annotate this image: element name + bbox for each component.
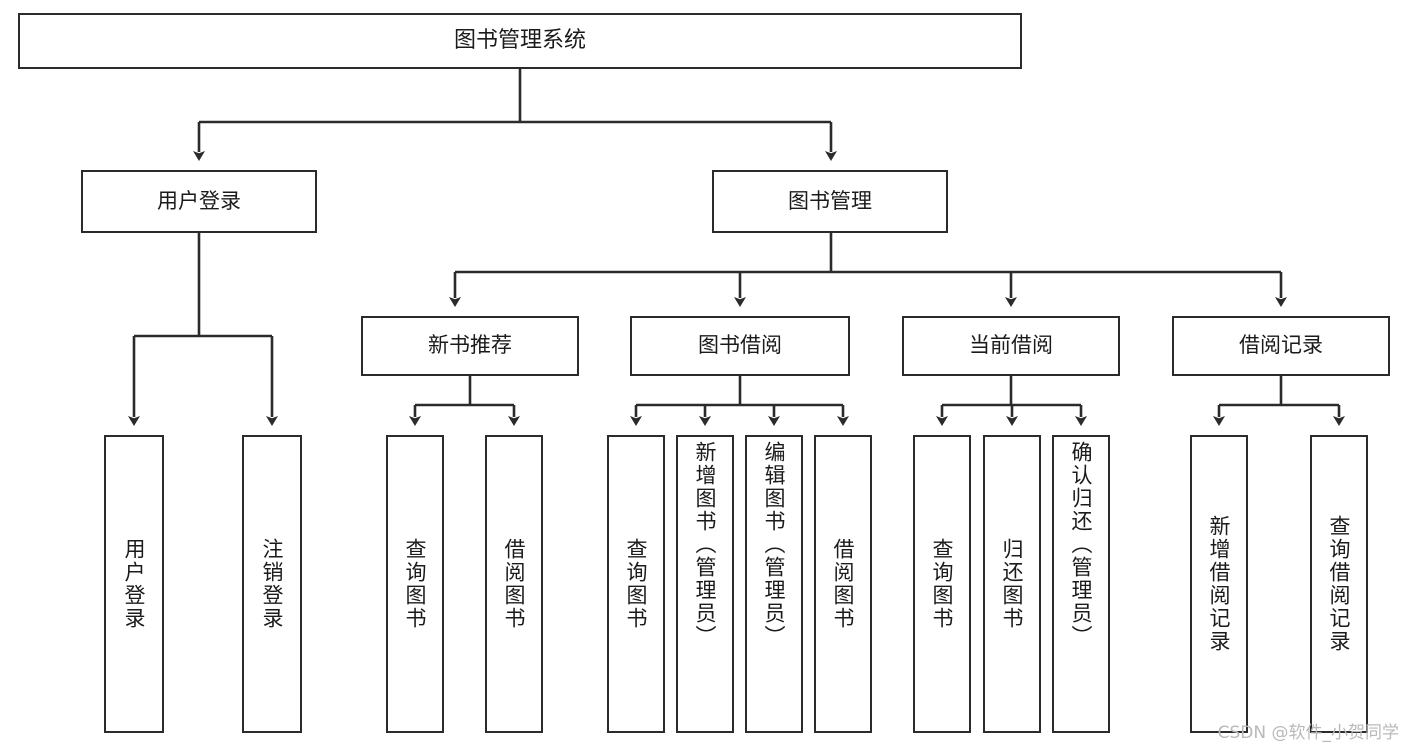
node-leaf-query-book-1[interactable]: 查询图书 bbox=[386, 435, 444, 733]
node-leaf-query-borrow-record-label: 查询借阅记录 bbox=[1327, 515, 1352, 653]
node-leaf-add-book-admin[interactable]: 新增图书（管理员） bbox=[676, 435, 734, 733]
node-book-manage[interactable]: 图书管理 bbox=[712, 170, 948, 233]
watermark-text: CSDN @软件_小贺同学 bbox=[1217, 723, 1399, 743]
node-leaf-query-book-1-label: 查询图书 bbox=[403, 538, 428, 630]
node-leaf-user-login-label: 用户登录 bbox=[122, 538, 147, 630]
node-leaf-confirm-return-admin-label: 确认归还（管理员） bbox=[1069, 441, 1094, 648]
node-user-login[interactable]: 用户登录 bbox=[81, 170, 317, 233]
node-leaf-confirm-return-admin[interactable]: 确认归还（管理员） bbox=[1052, 435, 1110, 733]
node-current-borrow[interactable]: 当前借阅 bbox=[902, 316, 1120, 376]
node-leaf-user-login[interactable]: 用户登录 bbox=[104, 435, 164, 733]
node-book-manage-label: 图书管理 bbox=[788, 188, 872, 213]
node-current-borrow-label: 当前借阅 bbox=[969, 333, 1053, 358]
node-leaf-add-borrow-record[interactable]: 新增借阅记录 bbox=[1190, 435, 1248, 733]
node-borrow-record-label: 借阅记录 bbox=[1239, 333, 1323, 358]
node-leaf-logout-login-label: 注销登录 bbox=[260, 538, 285, 630]
node-leaf-borrow-book-1-label: 借阅图书 bbox=[502, 538, 527, 630]
node-borrow-record[interactable]: 借阅记录 bbox=[1172, 316, 1390, 376]
node-leaf-borrow-book-2[interactable]: 借阅图书 bbox=[814, 435, 872, 733]
node-leaf-borrow-book-1[interactable]: 借阅图书 bbox=[485, 435, 543, 733]
node-leaf-query-borrow-record[interactable]: 查询借阅记录 bbox=[1310, 435, 1368, 733]
node-leaf-return-book-label: 归还图书 bbox=[1000, 538, 1025, 630]
node-leaf-return-book[interactable]: 归还图书 bbox=[983, 435, 1041, 733]
node-new-book-recommend-label: 新书推荐 bbox=[428, 333, 512, 358]
node-leaf-query-book-3-label: 查询图书 bbox=[930, 538, 955, 630]
node-book-borrow-label: 图书借阅 bbox=[698, 333, 782, 358]
node-new-book-recommend[interactable]: 新书推荐 bbox=[361, 316, 579, 376]
node-leaf-add-book-admin-label: 新增图书（管理员） bbox=[693, 441, 718, 648]
node-user-login-label: 用户登录 bbox=[157, 188, 241, 213]
node-root-label: 图书管理系统 bbox=[453, 27, 586, 53]
node-leaf-query-book-2-label: 查询图书 bbox=[624, 538, 649, 630]
node-book-borrow[interactable]: 图书借阅 bbox=[630, 316, 850, 376]
node-leaf-query-book-2[interactable]: 查询图书 bbox=[607, 435, 665, 733]
node-leaf-add-borrow-record-label: 新增借阅记录 bbox=[1207, 515, 1232, 653]
node-leaf-borrow-book-2-label: 借阅图书 bbox=[831, 538, 856, 630]
node-leaf-edit-book-admin-label: 编辑图书（管理员） bbox=[762, 441, 787, 648]
node-leaf-query-book-3[interactable]: 查询图书 bbox=[913, 435, 971, 733]
node-root[interactable]: 图书管理系统 bbox=[18, 13, 1022, 69]
node-leaf-edit-book-admin[interactable]: 编辑图书（管理员） bbox=[745, 435, 803, 733]
node-leaf-logout-login[interactable]: 注销登录 bbox=[242, 435, 302, 733]
